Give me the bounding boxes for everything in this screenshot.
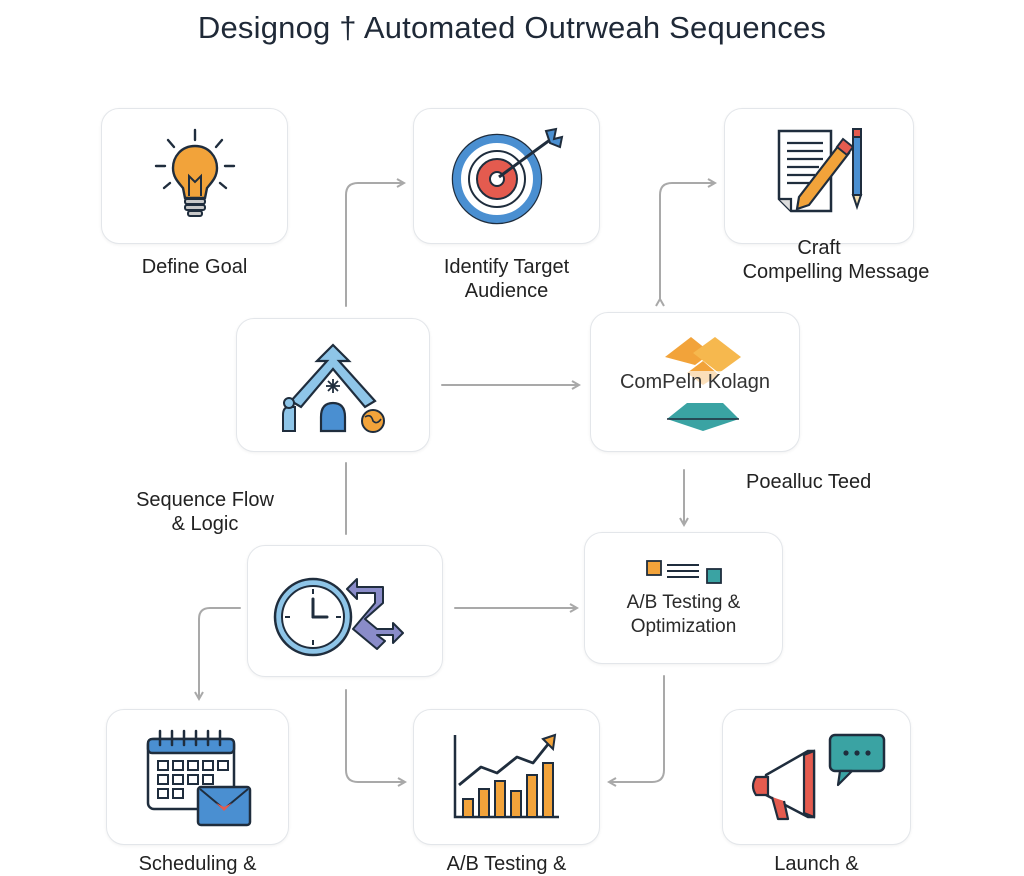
arrow-to-craft-message — [660, 183, 714, 300]
label-sequence-flow: Sequence Flow & Logic — [130, 488, 280, 536]
label-identify-target-line2: Audience — [464, 280, 549, 302]
clock-branch-icon — [273, 577, 404, 657]
arrow-to-bottom-abtest — [345, 689, 404, 782]
label-craft-line1: Craft — [797, 237, 841, 259]
label-craft-message: Craft Compelling Message — [724, 236, 948, 284]
label-scheduling: Scheduling & — [138, 853, 257, 875]
arrow-to-identify-target — [345, 183, 403, 307]
megaphone-chat-icon — [751, 733, 885, 821]
arrow-to-scheduling — [199, 607, 241, 698]
card-craft-message[interactable] — [724, 108, 914, 244]
ab-testing-opt-line1: A/B Testing & — [626, 592, 741, 613]
ab-options-icon — [645, 560, 722, 584]
card-ab-testing-optimization[interactable]: A/B Testing & Optimization — [584, 532, 783, 664]
compeln-text: ComPeln Kolagn — [617, 370, 773, 394]
label-ab-testing-bottom: A/B Testing & — [446, 853, 567, 875]
label-identify-target-line1: Identify Target — [443, 256, 570, 278]
target-icon — [451, 127, 563, 225]
card-identify-target[interactable] — [413, 108, 600, 244]
ab-testing-opt-line2: Optimization — [630, 616, 737, 637]
card-compeln[interactable]: ComPeln Kolagn — [590, 312, 800, 452]
card-scheduling[interactable] — [106, 709, 289, 845]
card-launch[interactable] — [722, 709, 911, 845]
label-poealluc: Poealluc Teed — [746, 471, 872, 493]
lightbulb-icon — [154, 128, 235, 217]
arrow-abtest-to-bottom — [610, 675, 665, 782]
document-pencil-icon — [777, 128, 863, 213]
label-define-goal: Define Goal — [141, 256, 248, 278]
label-launch: Launch & — [774, 853, 859, 875]
card-sequence-flow[interactable] — [236, 318, 430, 452]
card-sequence-timer[interactable] — [247, 545, 443, 677]
label-craft-line2: Compelling Message — [742, 261, 930, 283]
label-sequence-line2: & Logic — [171, 513, 239, 535]
card-define-goal[interactable] — [101, 108, 288, 244]
card-ab-testing-bottom[interactable] — [413, 709, 600, 845]
diagram-title: Designog † Automated Outrweah Sequences — [197, 10, 827, 45]
calendar-email-icon — [146, 729, 251, 827]
label-sequence-line1: Sequence Flow — [136, 489, 274, 511]
flow-network-icon — [282, 343, 385, 433]
label-identify-target: Identify Target Audience — [413, 255, 600, 303]
growth-chart-icon — [453, 733, 559, 819]
